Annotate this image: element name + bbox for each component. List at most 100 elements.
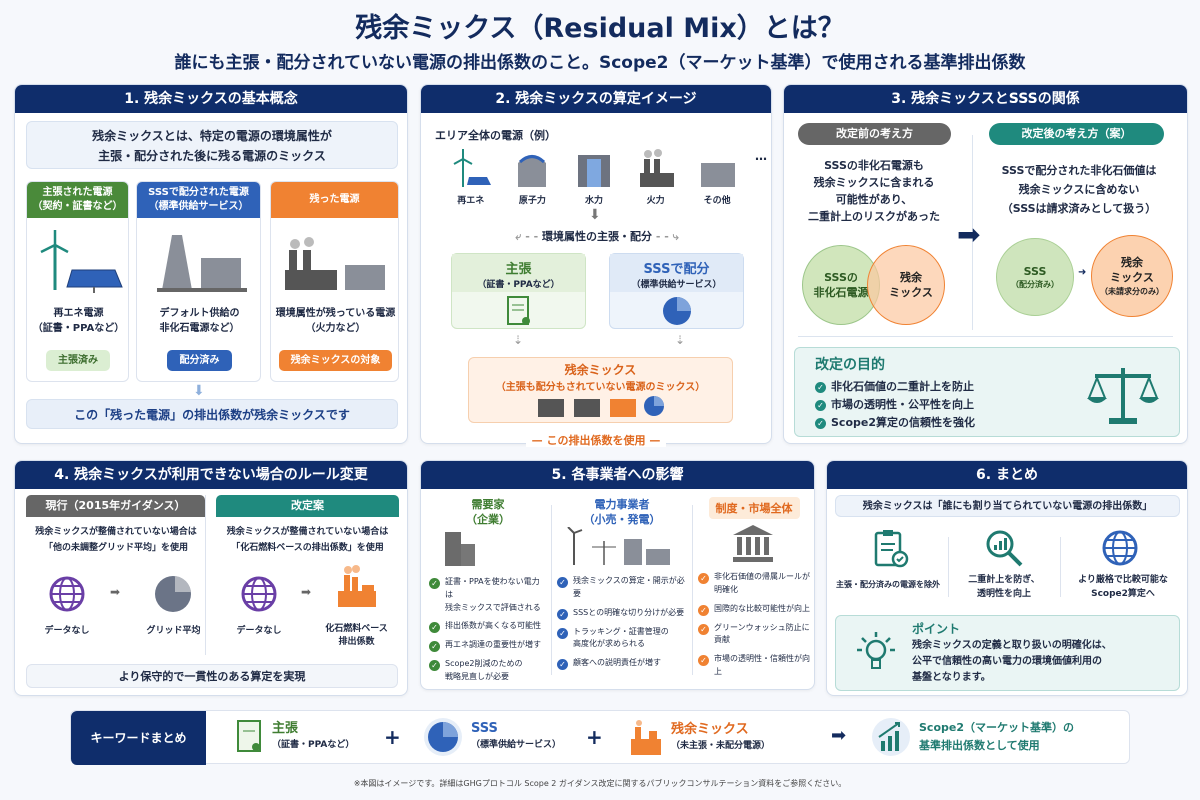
clipboard-check-icon: [874, 530, 909, 568]
current-to: グリッド平均: [146, 626, 201, 636]
impact-item: ✓市場の透明性・信頼性が向上: [698, 653, 810, 679]
plus-icon: +: [586, 725, 603, 749]
arrow-down-icon: ⬇: [193, 383, 205, 399]
certificate-icon: [237, 720, 261, 752]
dashed-arrow-icon: ⇣: [513, 333, 524, 347]
panel-calculation-image: 2. 残余ミックスの算定イメージ エリア全体の電源（例） 再エネ 原子力 水力 …: [420, 84, 772, 444]
proposal-text: 残余ミックスが整備されていない場合は「化石燃料ベースの排出係数」を使用: [226, 527, 389, 553]
panel-basic-concept: 1. 残余ミックスの基本概念 残余ミックスとは、特定の電源の環境属性が 主張・配…: [14, 84, 408, 444]
column-utilities: 電力事業者（小売・発電） ✓残余ミックスの算定・開示が必要 ✓SSSとの明確な切…: [557, 497, 687, 676]
globe-icon: [49, 576, 85, 612]
keyword-claim: 主張（証書・PPAなど）: [236, 719, 354, 755]
certificate-icon: [506, 296, 530, 325]
keyword-sss: SSS（標準供給サービス）: [423, 717, 561, 757]
footnote: ※本図はイメージです。詳細はGHGプロトコル Scope 2 ガイダンス改定に関…: [353, 779, 847, 788]
panel-header: 2. 残余ミックスの算定イメージ: [421, 85, 771, 113]
panel-header: 3. 残余ミックスとSSSの関係: [784, 85, 1187, 113]
sss-box: SSSで配分（標準供給サービス）: [609, 253, 744, 329]
after-text: SSSで配分された非化石価値は残余ミックスに含めない（SSSは請求済みとして扱う…: [1001, 164, 1157, 215]
card-text: 再エネ電源（証書・PPAなど）: [32, 308, 125, 334]
badge-residual-target: 残余ミックスの対象: [279, 350, 392, 371]
area-label: エリア全体の電源（例）: [435, 129, 556, 142]
card-header: SSSで配分された電源（標準供給サービス）: [137, 182, 260, 218]
proposal-to: 化石燃料ベース排出係数: [325, 624, 388, 647]
page-subtitle: 誰にも主張・配分されていない電源の排出係数のこと。Scope2（マーケット基準）…: [174, 53, 1026, 73]
panel-impact: 5. 各事業者への影響 需要家（企業） ✓証書・PPAを使わない電力は残余ミック…: [420, 460, 815, 690]
column-consumers: 需要家（企業） ✓証書・PPAを使わない電力は残余ミックスで評価される ✓排出係…: [429, 497, 547, 689]
summary-point: 二重計上を防ぎ、透明性を向上: [968, 575, 1040, 599]
card-text: デフォルト供給の非化石電源など）: [159, 308, 240, 334]
proposal-column: 改定案 残余ミックスが整備されていない場合は「化石燃料ベースの排出係数」を使用 …: [216, 495, 399, 655]
current-from: データなし: [44, 626, 90, 636]
arrow-down-icon: ⬇: [589, 207, 601, 223]
badge-claimed: 主張済み: [46, 350, 110, 371]
purpose-title: 改定の目的: [815, 357, 885, 373]
impact-item: ✓トラッキング・証書管理の高度化が求められる: [557, 626, 687, 652]
impact-item: ✓非化石価値の帰属ルールが明確化: [698, 571, 810, 597]
conclusion-box: この「残った電源」の排出係数が残余ミックスです: [26, 399, 398, 429]
panel-header: 6. まとめ: [827, 461, 1187, 489]
keyword-bar: キーワードまとめ 主張（証書・PPAなど） + SSS（標準供給サービス） + …: [70, 710, 1130, 765]
plus-icon: +: [384, 725, 401, 749]
residual-sources-icon: [537, 396, 664, 417]
arrow-right-icon: ➡: [301, 585, 312, 599]
scales-icon: [1087, 368, 1159, 424]
impact-item: ✓排出係数が高くなる可能性: [429, 620, 547, 634]
factory-icon: [285, 237, 385, 290]
column-market: 制度・市場全体 ✓非化石価値の帰属ルールが明確化 ✓国際的な比較可能性が向上 ✓…: [698, 497, 810, 685]
pie-chart-icon: [662, 297, 691, 325]
badge-allocated: 配分済み: [167, 350, 232, 371]
purpose-item: ✓市場の透明性・公平性を向上: [815, 396, 1159, 414]
factory-icon: [631, 720, 661, 755]
use-label: — この排出係数を使用 —: [420, 432, 772, 450]
lightbulb-icon: [857, 632, 895, 669]
circle-sss-allocated: SSS（配分済み）: [996, 238, 1074, 316]
impact-item: ✓国際的な比較可能性が向上: [698, 603, 810, 616]
arrow-right-icon: ➜: [1078, 267, 1087, 278]
keyword-residual: 残余ミックス（未主張・未配分電源）: [629, 719, 770, 757]
point-box: ポイント 残余ミックスの定義と取り扱いの明確化は、公平で信頼性の高い電力の環境価…: [835, 615, 1180, 691]
impact-item: ✓SSSとの明確な切り分けが必要: [557, 607, 687, 620]
nuclear-plant-icon: [518, 155, 547, 187]
card-remaining: 残った電源 環境属性が残っている電源（火力など） 残余ミックスの対象: [270, 181, 399, 382]
institution-icon: [733, 525, 773, 562]
office-building-icon: [445, 532, 475, 566]
source-nuclear: 原子力: [509, 149, 557, 206]
current-header: 現行（2015年ガイダンス）: [26, 495, 205, 517]
point-title: ポイント: [912, 622, 961, 636]
wind-solar-icon: [453, 149, 491, 187]
summary-lead: 残余ミックスは「誰にも割り当てられていない電源の排出係数」: [835, 495, 1180, 517]
panel-summary: 6. まとめ 残余ミックスは「誰にも割り当てられていない電源の排出係数」 主張・…: [826, 460, 1188, 696]
pie-chart-icon: [155, 576, 191, 612]
dam-icon: [577, 155, 610, 187]
impact-item: ✓残余ミックスの算定・開示が必要: [557, 575, 687, 601]
arrow-right-icon: ➡: [957, 218, 981, 251]
divider: [692, 505, 693, 675]
after-pill: 改定後の考え方（案）: [989, 123, 1164, 145]
result-box: より保守的で一貫性のある算定を実現: [26, 664, 398, 688]
divider: [972, 135, 973, 330]
divider: [948, 537, 949, 597]
source-thermal: 火力: [632, 149, 680, 206]
panel-header: 1. 残余ミックスの基本概念: [15, 85, 407, 113]
current-column: 現行（2015年ガイダンス） 残余ミックスが整備されていない場合は「他の未調整グ…: [26, 495, 206, 655]
purpose-item: ✓Scope2算定の信頼性を強化: [815, 414, 1159, 432]
panel-header: 5. 各事業者への影響: [421, 461, 814, 489]
card-header: 残った電源: [271, 182, 398, 218]
panel-header: 4. 残余ミックスが利用できない場合のルール変更: [15, 461, 407, 489]
venn-residual: 残余ミックス: [867, 245, 945, 325]
globe-icon: [1102, 530, 1138, 566]
impact-item: ✓グリーンウォッシュ防止に貢献: [698, 622, 810, 648]
purpose-item: ✓非化石価値の二重計上を防止: [815, 378, 1159, 396]
keyword-result: Scope2（マーケット基準）の基準排出係数として使用: [871, 717, 1074, 757]
divider: [551, 505, 552, 675]
panel-rule-change: 4. 残余ミックスが利用できない場合のルール変更 現行（2015年ガイダンス） …: [14, 460, 408, 696]
card-text: 環境属性が残っている電源（火力など）: [275, 308, 396, 334]
arrow-right-icon: ➡: [110, 585, 121, 599]
dashed-arrow-icon: ⇣: [675, 333, 686, 347]
arrow-right-icon: ➡: [831, 725, 847, 746]
wind-solar-icon: [40, 230, 123, 293]
page-title: 残余ミックス（Residual Mix）とは？: [355, 13, 845, 44]
card-header: 主張された電源（契約・証書など）: [27, 182, 128, 218]
current-text: 残余ミックスが整備されていない場合は「他の未調整グリッド平均」を使用: [35, 527, 197, 553]
